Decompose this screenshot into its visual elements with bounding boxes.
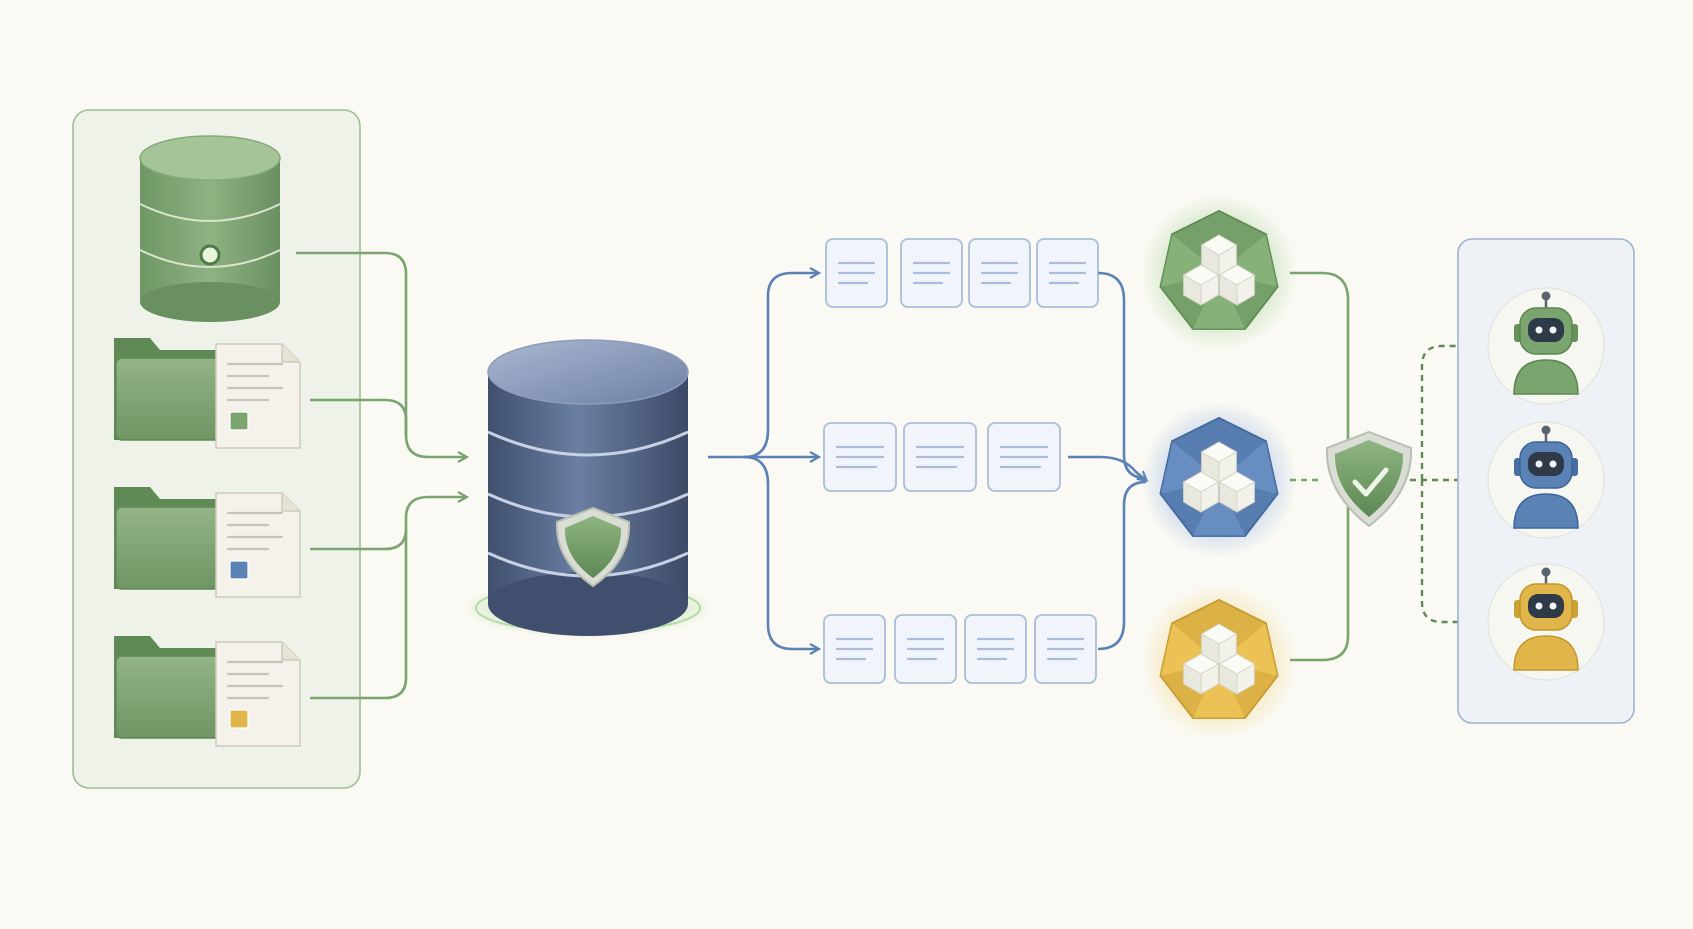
cube-icon <box>1218 653 1256 695</box>
chunk-to-model-connectors <box>1068 271 1146 651</box>
source-database-icon <box>139 135 281 322</box>
document-chunk-icon <box>900 238 963 308</box>
source-connectors <box>296 251 466 700</box>
document-chunk-icon <box>823 614 886 684</box>
gold-model-cube-icon <box>1141 584 1297 740</box>
folder-document-icon <box>114 338 301 449</box>
document-chunk-icon <box>968 238 1031 308</box>
shield-check-icon <box>1325 430 1413 528</box>
document-chunk-icon <box>823 422 897 492</box>
gold-robot-icon <box>1487 563 1605 681</box>
shield-icon <box>555 506 631 588</box>
document-chunk-icon <box>1034 614 1097 684</box>
blue-model-cube-icon <box>1141 402 1297 558</box>
secure-database-icon <box>463 339 713 638</box>
document-icon <box>215 343 301 449</box>
document-chunk-icon <box>825 238 888 308</box>
folder-document-icon <box>114 487 301 598</box>
cube-icon <box>1218 471 1256 513</box>
document-chunk-icon <box>894 614 957 684</box>
green-robot-icon <box>1487 287 1605 405</box>
green-model-cube-icon <box>1141 195 1297 351</box>
document-chunk-icon <box>1036 238 1099 308</box>
distribution-connectors <box>708 273 818 649</box>
document-chunk-icon <box>964 614 1027 684</box>
document-chunk-icon <box>903 422 977 492</box>
cube-icon <box>1182 264 1220 306</box>
cube-icon <box>1182 471 1220 513</box>
document-icon <box>215 641 301 747</box>
folder-document-icon <box>114 636 301 747</box>
cube-icon <box>1200 441 1238 483</box>
cube-icon <box>1200 623 1238 665</box>
document-chunk-icon <box>987 422 1061 492</box>
cube-icon <box>1218 264 1256 306</box>
cube-icon <box>1182 653 1220 695</box>
cube-icon <box>1200 234 1238 276</box>
blue-robot-icon <box>1487 421 1605 539</box>
document-icon <box>215 492 301 598</box>
